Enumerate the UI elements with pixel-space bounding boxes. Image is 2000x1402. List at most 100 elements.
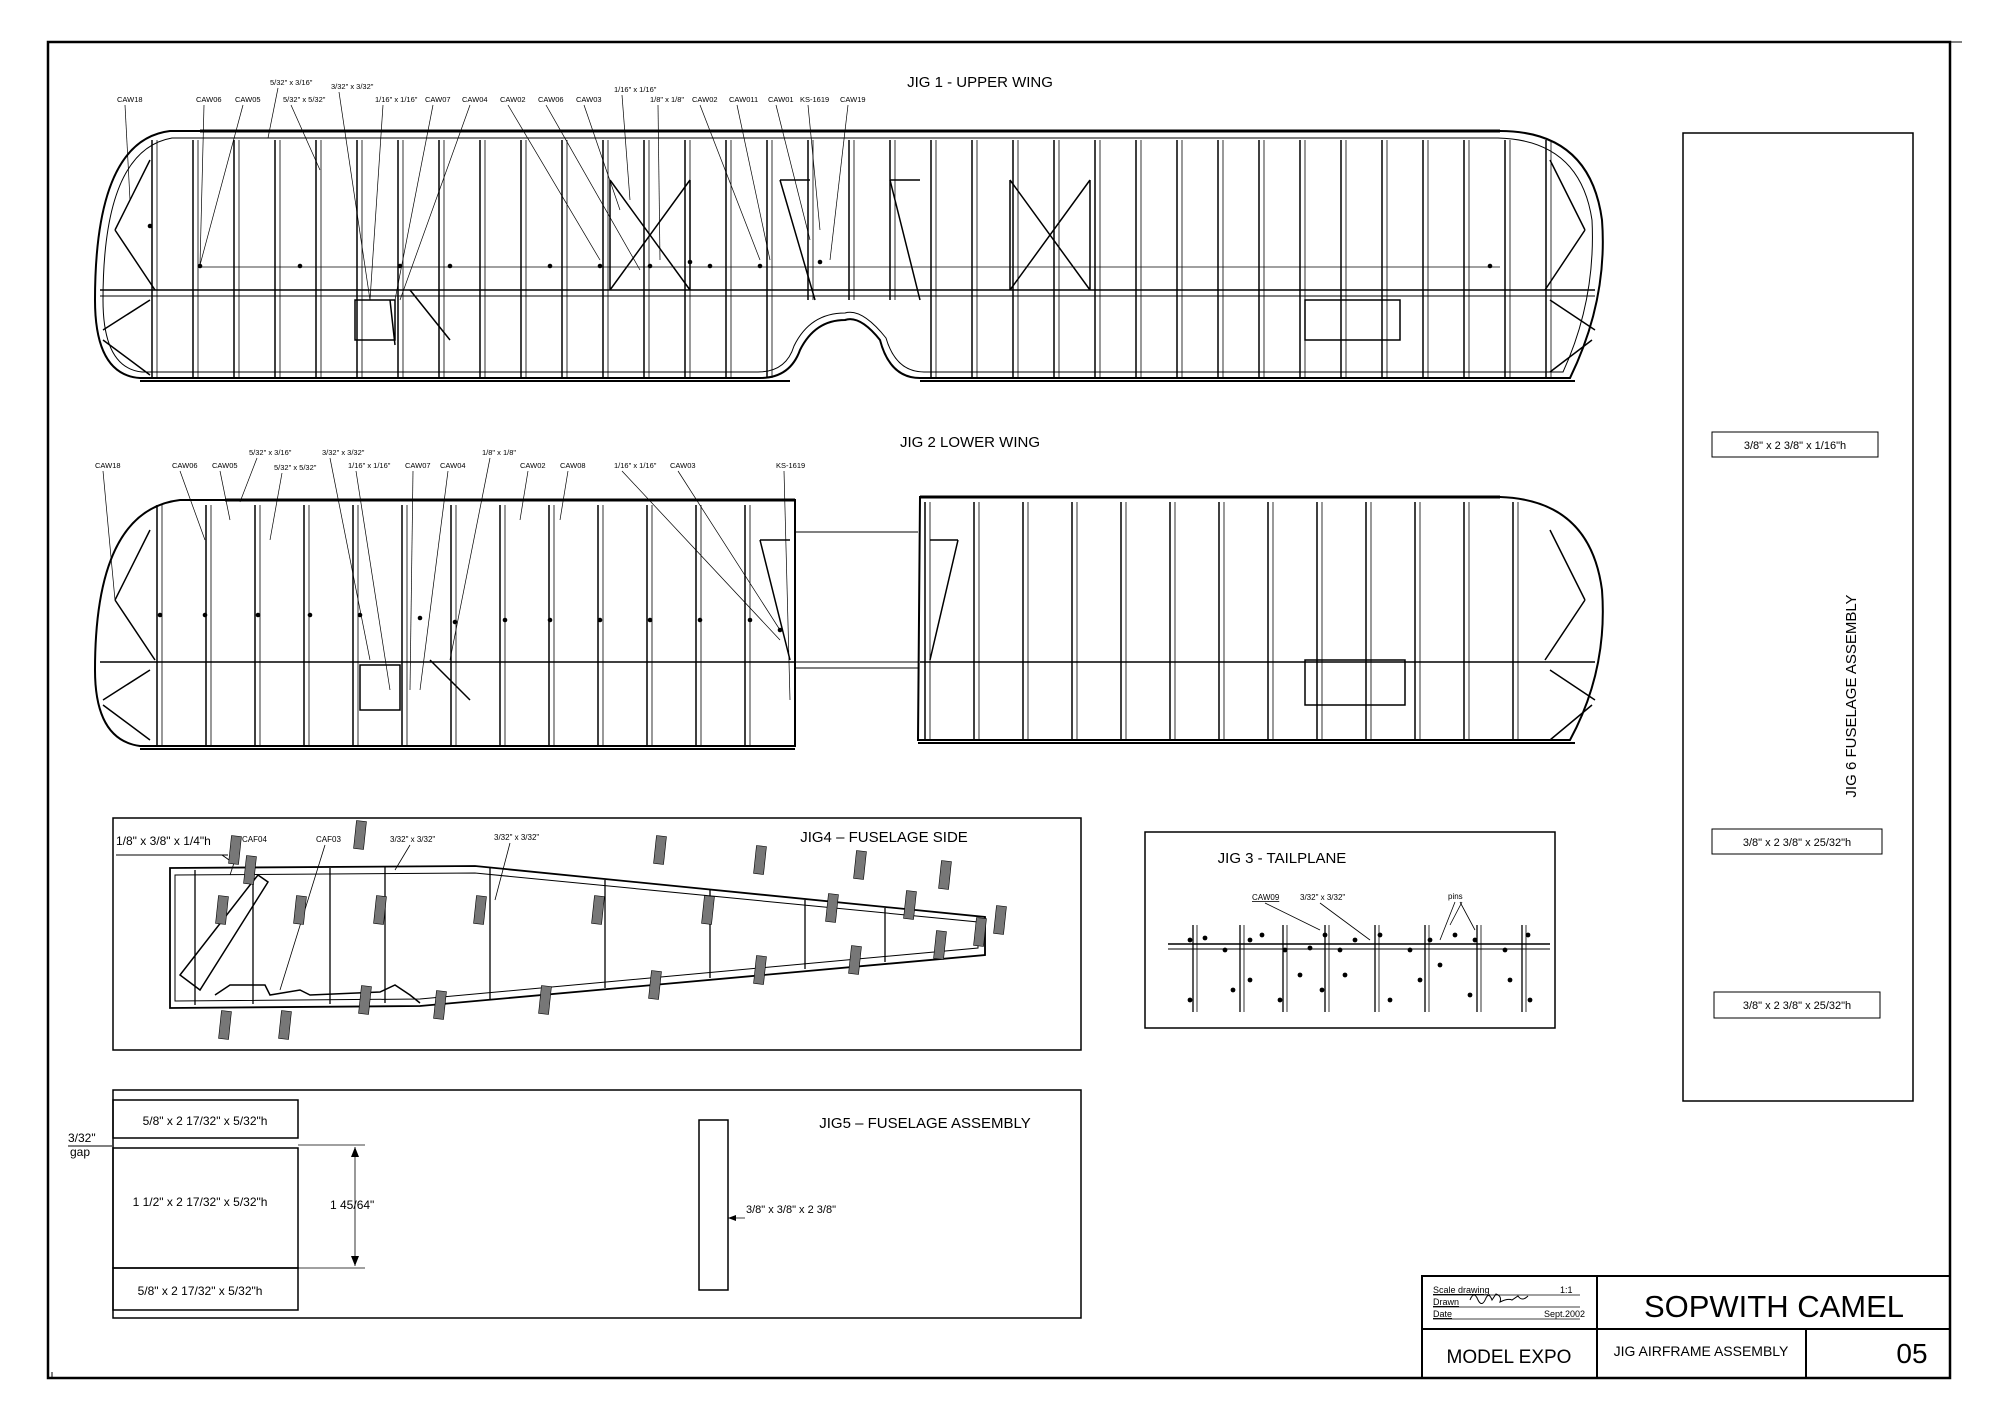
jig2-leader-lines: [102, 457, 791, 701]
jig2-pin-dot: [452, 619, 458, 625]
jig5-block-top: [112, 1099, 299, 1139]
jig2-leader: [783, 470, 791, 701]
jig1-part-label: 5/32" x 5/32": [283, 95, 326, 104]
jig2-leader: [559, 470, 569, 521]
jig1-leader: [394, 104, 434, 301]
jig4-locating-block: [591, 895, 605, 925]
jig4-locating-block: [853, 850, 867, 880]
title-block: Scale drawing 1:1 Drawn Date Sept.2002 M…: [1421, 1275, 1951, 1379]
jig2-left-half-outline: [93, 499, 796, 747]
jig3-label-pins: pins: [1448, 892, 1463, 901]
jig2-part-label: CAW18: [95, 461, 121, 470]
jig4-locating-block: [243, 855, 257, 885]
jig3-pin-dot: [1319, 987, 1325, 993]
jig1-leader: [736, 104, 771, 261]
jig3-pin-dot: [1427, 937, 1433, 943]
jig1-leader: [507, 104, 601, 261]
jig2-pin-dot: [307, 612, 313, 618]
jig2-leader: [329, 457, 371, 661]
jig4-locating-block: [648, 970, 662, 1000]
jig4-label-strip: 1/8" x 3/8" x 1/4"h: [116, 834, 211, 848]
jig3-ribs: [1192, 925, 1527, 1012]
jig4-locating-block: [373, 895, 387, 925]
jig1-leader: [807, 104, 821, 231]
jig1-wing-outline: [93, 130, 1604, 379]
jig4-frame: [112, 817, 1082, 1051]
jig2-part-label: 1/16" x 1/16": [348, 461, 391, 470]
jig5-dimension-label: 1 45/64": [330, 1198, 374, 1212]
date-value: Sept.2002: [1544, 1309, 1585, 1319]
jig4-locating-block: [433, 990, 447, 1020]
jig3-pin-dot: [1502, 947, 1508, 953]
jig4-locating-block: [473, 895, 487, 925]
jig4-label-size-1: 3/32" x 3/32": [390, 835, 435, 844]
jig4-fuselage-inner: [174, 872, 979, 1002]
jig2-part-label: KS-1619: [776, 461, 805, 470]
jig4-fuselage-outline: [169, 865, 986, 1009]
jig2-leader: [269, 472, 283, 541]
jig1-wing-inner: [102, 137, 1593, 373]
jig2-ribs: [156, 502, 1519, 746]
jig1-pin-dot: [707, 263, 713, 269]
jig1-part-label: KS-1619: [800, 95, 829, 104]
jig4-locating-block: [358, 985, 372, 1015]
jig5-block-middle-label: 1 1/2" x 2 17/32" x 5/32"h: [133, 1195, 268, 1209]
jig3-pin-dot: [1322, 932, 1328, 938]
jig6-box-2: [1711, 828, 1883, 855]
jig2-tip-bracing: [102, 529, 1596, 741]
jig3-pin-dot: [1342, 972, 1348, 978]
jig1-leader: [369, 104, 384, 301]
jig4-lower-longeron-profile: [214, 984, 421, 1004]
jig2-leader: [449, 457, 491, 661]
jig2-leader: [519, 470, 529, 521]
jig2-leader: [239, 457, 258, 503]
drawing-title: SOPWITH CAMEL: [1644, 1289, 1904, 1324]
jig4-title: JIG4 – FUSELAGE SIDE: [800, 829, 968, 846]
jig3-tailplane: JIG 3 - TAILPLANE CAW09 3/32" x 3/32" pi…: [1144, 831, 1556, 1029]
jig4-label-caf03: CAF03: [316, 835, 341, 844]
drawn-label: Drawn: [1433, 1297, 1459, 1307]
jig3-pin-dot: [1222, 947, 1228, 953]
jig3-pin-dot: [1467, 992, 1473, 998]
jig3-leaders: [1264, 901, 1476, 941]
jig2-pin-dot: [255, 612, 261, 618]
jig4-locating-block: [848, 945, 862, 975]
jig3-pin-dot: [1352, 937, 1358, 943]
jig4-locating-blocks: [215, 820, 1007, 1040]
jig6-box-2-label: 3/8" x 2 3/8" x 25/32"h: [1743, 837, 1851, 849]
jig2-leader: [219, 470, 231, 521]
jig2-part-label: CAW07: [405, 461, 431, 470]
jig2-right-box: [1304, 659, 1406, 706]
jig1-pin-dot: [397, 263, 403, 269]
jig3-pin-dots: [1187, 932, 1533, 1003]
jig3-pin-dot: [1525, 932, 1531, 938]
jig1-part-label: 1/16" x 1/16": [375, 95, 418, 104]
jig2-part-label: CAW05: [212, 461, 238, 470]
jig1-right-tip-bracing: [1544, 159, 1596, 373]
jig1-leader: [199, 104, 244, 266]
jig6-frame: [1682, 132, 1914, 1102]
jig2-pin-dot: [417, 615, 423, 621]
jig4-locating-block: [753, 955, 767, 985]
jig6-box-3-label: 3/8" x 2 3/8" x 25/32"h: [1743, 1000, 1851, 1012]
jig1-part-label: CAW19: [840, 95, 866, 104]
jig3-pin-dot: [1417, 977, 1423, 983]
jig2-right-half-outline: [916, 496, 1604, 741]
company-name: MODEL EXPO: [1447, 1347, 1572, 1368]
scale-value: 1:1: [1560, 1285, 1573, 1295]
jig4-fuselage-side: JIG4 – FUSELAGE SIDE 1/8" x 3/8" x 1/4"h…: [112, 817, 1082, 1051]
jig4-engine-mount: [178, 873, 270, 992]
jig1-pin-dot: [597, 263, 603, 269]
jig4-leaders: [229, 842, 511, 991]
jig2-pin-dot: [502, 617, 508, 623]
jig1-part-label: CAW02: [692, 95, 718, 104]
jig3-pin-dot: [1230, 987, 1236, 993]
jig4-fuselage-uprights: [194, 867, 986, 1005]
jig6-fuselage-assembly: JIG 6 FUSELAGE ASSEMBLY 3/8" x 2 3/8" x …: [1682, 132, 1914, 1102]
jig4-locating-block: [993, 905, 1007, 935]
jig2-part-label: 1/8" x 1/8": [482, 448, 516, 457]
jig4-locating-block: [753, 845, 767, 875]
jig1-part-label: CAW06: [196, 95, 222, 104]
